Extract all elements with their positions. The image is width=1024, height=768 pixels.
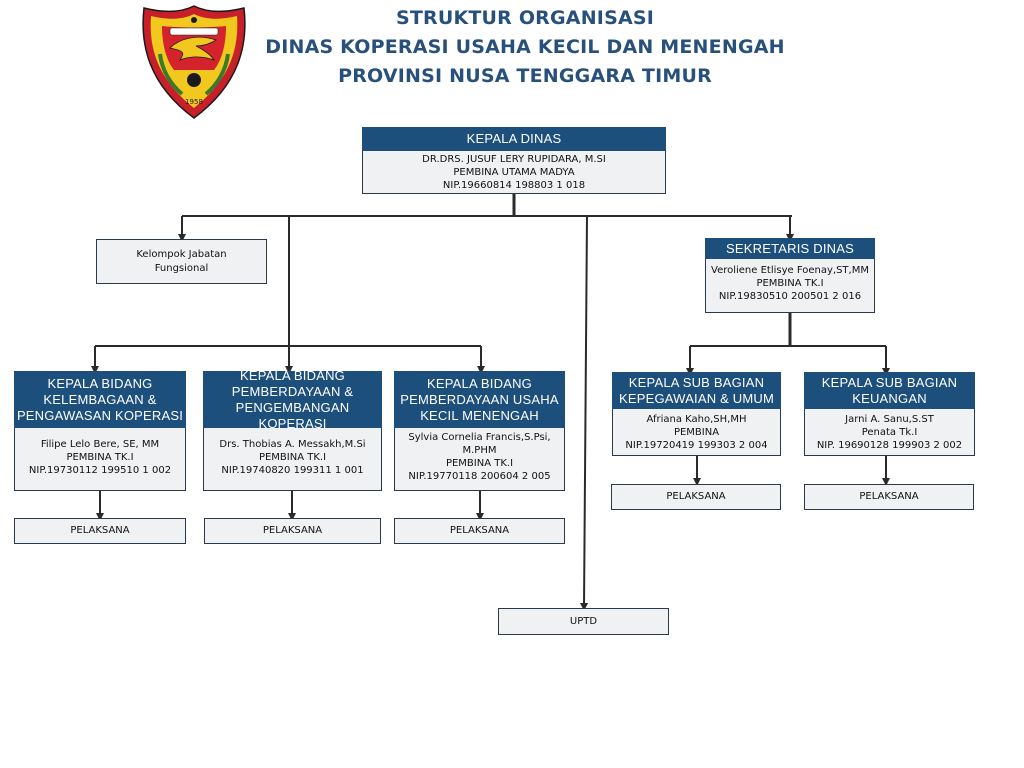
sekretaris-rank: PEMBINA TK.I	[756, 278, 824, 289]
bidang-1-name: Filipe Lelo Bere, SE, MM	[40, 439, 160, 450]
node-bidang-3-details: Sylvia Cornelia Francis,S.Psi, M.PHM PEM…	[394, 431, 565, 483]
node-sekretaris-title: SEKRETARIS DINAS	[705, 238, 875, 259]
bidang-3-title-line-3: KECIL MENENGAH	[420, 407, 539, 423]
kepala-dinas-rank: PEMBINA UTAMA MADYA	[453, 167, 575, 178]
bidang-3-title-line-1: KEPALA BIDANG	[427, 375, 532, 391]
logo-wheat-right	[204, 53, 230, 96]
bidang-3-name-line-1: Sylvia Cornelia Francis,S.Psi,	[408, 432, 551, 443]
subbagian-1-title-line-1: KEPALA SUB BAGIAN	[628, 374, 765, 390]
subbagian-2-name: Jarni A. Sanu,S.ST	[845, 414, 934, 425]
node-bidang-3-title: KEPALA BIDANG PEMBERDAYAAN USAHA KECIL M…	[394, 371, 565, 428]
sekretaris-name: Veroliene Etlisye Foenay,ST,MM	[711, 265, 869, 276]
node-kepala-dinas-title: KEPALA DINAS	[362, 127, 666, 151]
logo-star	[191, 17, 197, 23]
logo-crocodile	[169, 36, 217, 61]
node-subbagian-2-pelaksana: PELAKSANA	[804, 484, 974, 510]
node-kelompok-jabatan: Kelompok Jabatan Fungsional	[96, 239, 267, 284]
line-to-uptd	[580, 215, 589, 611]
node-subbagian-1-details: Afriana Kaho,SH,MH PEMBINA NIP.19720419 …	[612, 413, 781, 452]
bidang-3-title-line-2: PEMBERDAYAAN USAHA	[400, 391, 559, 407]
kelompok-label-1: Kelompok Jabatan	[136, 248, 227, 260]
bidang-3-name-line-2: M.PHM	[462, 445, 497, 456]
bidang-3-rank: PEMBINA TK.I	[445, 458, 514, 469]
node-bidang-1-pelaksana: PELAKSANA	[14, 518, 186, 544]
logo-banner	[169, 27, 219, 36]
bidang-2-name: Drs. Thobias A. Messakh,M.Si	[219, 439, 366, 450]
node-subbagian-1-title: KEPALA SUB BAGIAN KEPEGAWAIAN & UMUM	[612, 372, 781, 409]
subbagian-1-nip: NIP.19720419 199303 2 004	[625, 440, 768, 451]
bidang-2-title-line-2: PEMBERDAYAAN &	[231, 383, 354, 399]
title-line-2: DINAS KOPERASI USAHA KECIL DAN MENENGAH	[265, 36, 785, 58]
kepala-dinas-nip: NIP.19660814 198803 1 018	[442, 180, 586, 191]
logo-center-emblem	[187, 73, 201, 87]
bidang-1-title-line-3: PENGAWASAN KOPERASI	[16, 407, 184, 423]
bidang-2-rank: PEMBINA TK.I	[258, 452, 327, 463]
title-line-3: PROVINSI NUSA TENGGARA TIMUR	[338, 65, 712, 87]
node-bidang-2-pelaksana: PELAKSANA	[204, 518, 381, 544]
subbagian-1-title-line-2: KEPEGAWAIAN & UMUM	[618, 390, 775, 406]
sekretaris-nip: NIP.19830510 200501 2 016	[718, 291, 862, 302]
subbagian-1-name: Afriana Kaho,SH,MH	[646, 414, 747, 425]
node-uptd: UPTD	[498, 608, 669, 635]
subbagian-1-rank: PEMBINA	[673, 427, 720, 438]
title-line-1: STRUKTUR ORGANISASI	[395, 7, 655, 29]
node-bidang-1-details: Filipe Lelo Bere, SE, MM PEMBINA TK.I NI…	[14, 438, 186, 477]
node-bidang-1-title: KEPALA BIDANG KELEMBAGAAN & PENGAWASAN K…	[14, 371, 186, 428]
logo-year: 1958	[185, 98, 203, 106]
subbagian-2-rank: Penata Tk.I	[861, 427, 918, 438]
subbagian-2-nip: NIP. 19690128 199903 2 002	[816, 440, 963, 451]
node-kepala-dinas-details: DR.DRS. JUSUF LERY RUPIDARA, M.SI PEMBIN…	[362, 153, 666, 192]
kelompok-label-2: Fungsional	[154, 262, 209, 274]
bidang-1-title-line-1: KEPALA BIDANG	[47, 375, 153, 391]
bidang-1-rank: PEMBINA TK.I	[66, 452, 134, 463]
logo-wheat-left	[158, 53, 184, 96]
node-sekretaris-details: Veroliene Etlisye Foenay,ST,MM PEMBINA T…	[705, 264, 875, 303]
bidang-2-nip: NIP.19740820 199311 1 001	[221, 465, 364, 476]
bidang-2-title-line-3: PENGEMBANGAN KOPERASI	[235, 399, 350, 431]
bidang-1-nip: NIP.19730112 199510 1 002	[28, 465, 172, 476]
bidang-2-title-line-1: KEPALA BIDANG	[240, 367, 345, 383]
node-bidang-2-title: KEPALA BIDANG PEMBERDAYAAN & PENGEMBANGA…	[203, 367, 382, 431]
node-bidang-2-details: Drs. Thobias A. Messakh,M.Si PEMBINA TK.…	[203, 438, 382, 477]
node-bidang-3-pelaksana: PELAKSANA	[394, 518, 565, 544]
bidang-1-title-line-2: KELEMBAGAAN &	[43, 391, 157, 407]
subbagian-2-title-line-1: KEPALA SUB BAGIAN	[821, 374, 958, 390]
node-subbagian-1-pelaksana: PELAKSANA	[611, 484, 781, 510]
chart-title: STRUKTUR ORGANISASI DINAS KOPERASI USAHA…	[240, 4, 810, 91]
node-subbagian-2-details: Jarni A. Sanu,S.ST Penata Tk.I NIP. 1969…	[804, 413, 975, 452]
province-logo: 1958	[142, 5, 246, 119]
kepala-dinas-name: DR.DRS. JUSUF LERY RUPIDARA, M.SI	[422, 154, 606, 165]
bidang-3-nip: NIP.19770118 200604 2 005	[408, 471, 551, 482]
subbagian-2-title-line-2: KEUANGAN	[852, 390, 927, 406]
node-subbagian-2-title: KEPALA SUB BAGIAN KEUANGAN	[804, 372, 975, 409]
